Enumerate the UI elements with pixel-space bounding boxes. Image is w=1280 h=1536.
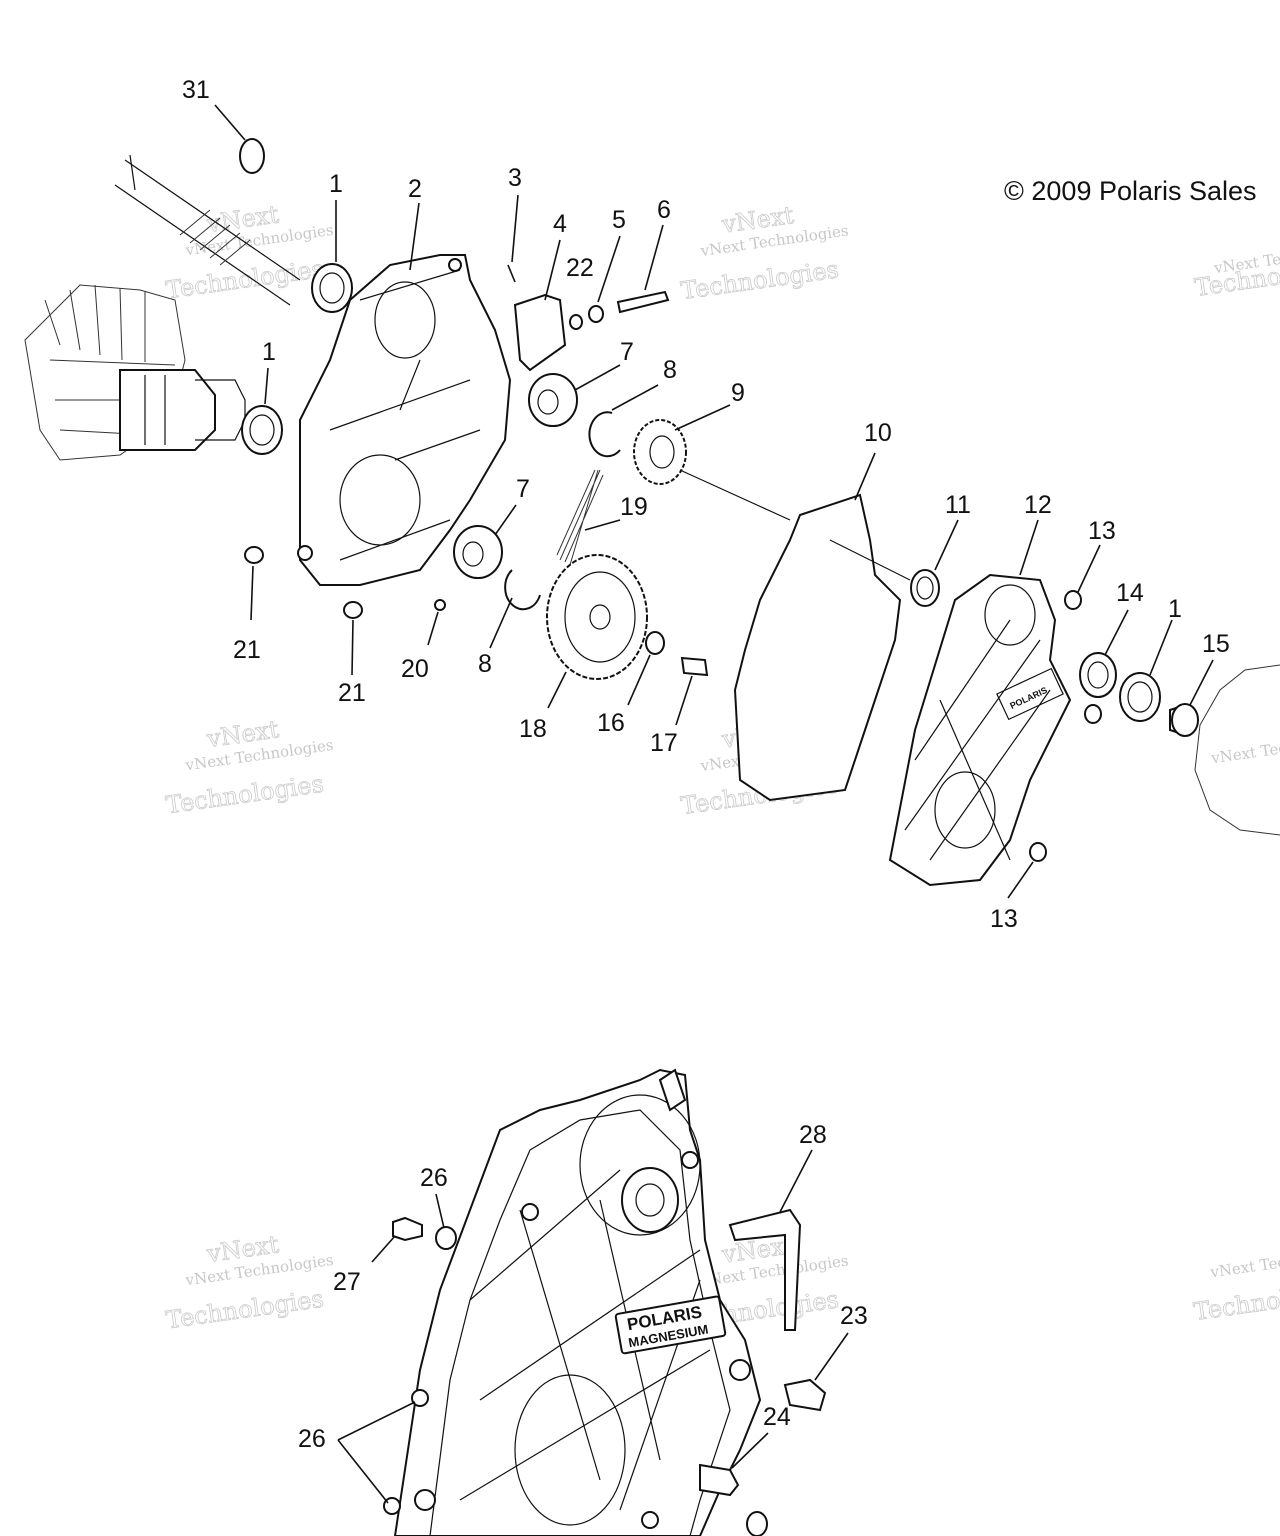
gasket-10 bbox=[733, 493, 902, 802]
nut-13-upper bbox=[1064, 590, 1082, 610]
callout-23: 23 bbox=[840, 1302, 868, 1330]
callout-4: 4 bbox=[553, 210, 567, 238]
o-ring-31 bbox=[239, 138, 265, 174]
washer-16 bbox=[645, 631, 665, 655]
callout-24: 24 bbox=[763, 1403, 791, 1431]
bearing-15 bbox=[1169, 703, 1199, 737]
sprocket-9 bbox=[633, 419, 687, 485]
watermark-text: Technologies bbox=[679, 255, 840, 305]
vent-hose-28 bbox=[728, 1208, 802, 1331]
callout-15: 15 bbox=[1202, 630, 1230, 658]
spring-19 bbox=[556, 469, 604, 566]
watermark-text: vNext Technologies bbox=[1209, 729, 1280, 768]
callout-27: 27 bbox=[333, 1268, 361, 1296]
seal-11 bbox=[910, 569, 940, 607]
callout-5: 5 bbox=[612, 206, 626, 234]
seal-1-upper bbox=[311, 263, 353, 313]
nut-24 bbox=[746, 1511, 768, 1536]
callout-31: 31 bbox=[182, 76, 210, 104]
callout-21: 21 bbox=[338, 679, 366, 707]
watermark-text: Technologies bbox=[164, 255, 325, 305]
callout-26: 26 bbox=[298, 1425, 326, 1453]
callout-3: 3 bbox=[508, 164, 522, 192]
bolt-17 bbox=[680, 656, 709, 677]
inner-chaincase-2 bbox=[297, 254, 512, 586]
callout-22: 22 bbox=[566, 254, 594, 282]
bearing-7-upper bbox=[528, 373, 578, 427]
leader-lines-lower bbox=[337, 1149, 849, 1504]
alignment-line bbox=[829, 539, 911, 581]
callout-6: 6 bbox=[657, 196, 671, 224]
copyright-text: © 2009 Polaris Sales bbox=[1004, 176, 1257, 206]
callout-labels-upper: 31 1 2 3 4 22 5 6 1 7 8 9 10 7 19 11 12 … bbox=[182, 76, 1230, 933]
callout-9: 9 bbox=[731, 379, 745, 407]
callout-7: 7 bbox=[516, 475, 530, 503]
nut-26-top bbox=[435, 1226, 457, 1250]
watermark-text: Technologies bbox=[164, 770, 325, 820]
snap-ring-8-upper bbox=[588, 411, 621, 458]
watermark-text: vNext Technologies bbox=[1208, 1243, 1280, 1282]
callout-10: 10 bbox=[864, 419, 892, 447]
callout-16: 16 bbox=[597, 709, 625, 737]
assembled-chaincase: POLARIS MAGNESIUM bbox=[383, 1068, 762, 1536]
bolt-23 bbox=[783, 1378, 827, 1412]
brake-disc-illustration bbox=[1194, 664, 1280, 836]
callout-2: 2 bbox=[408, 175, 422, 203]
callout-19: 19 bbox=[620, 493, 648, 521]
driven-clutch-illustration bbox=[24, 154, 301, 461]
callout-13: 13 bbox=[990, 905, 1018, 933]
snap-ring-8-lower bbox=[504, 569, 541, 611]
seal-14 bbox=[1079, 652, 1117, 698]
callout-21: 21 bbox=[233, 636, 261, 664]
watermark-text: Technologies bbox=[1192, 1276, 1280, 1326]
callout-12: 12 bbox=[1024, 491, 1052, 519]
callout-26: 26 bbox=[420, 1164, 448, 1192]
seal-1-lower bbox=[241, 405, 283, 455]
bearing-7-lower bbox=[453, 525, 503, 579]
callout-17: 17 bbox=[650, 729, 678, 757]
callout-labels-lower: 28 26 27 23 26 24 bbox=[298, 1121, 868, 1453]
tensioner-block-4 bbox=[513, 293, 567, 372]
nut-5 bbox=[588, 305, 604, 323]
plug-20 bbox=[434, 599, 446, 611]
seal-1-right bbox=[1119, 672, 1161, 722]
callout-18: 18 bbox=[519, 715, 547, 743]
pin-3 bbox=[507, 264, 516, 283]
outer-cover-12: POLARIS bbox=[888, 573, 1072, 887]
nut-21-right bbox=[343, 601, 363, 619]
gear-18 bbox=[546, 554, 648, 680]
nut-13-lower bbox=[1029, 842, 1047, 862]
callout-8: 8 bbox=[478, 650, 492, 678]
callout-20: 20 bbox=[401, 655, 429, 683]
callout-14: 14 bbox=[1116, 579, 1144, 607]
nut-13-mid bbox=[1084, 704, 1102, 724]
watermark-group: vNext Technologies Technologies vNext vN… bbox=[164, 200, 1280, 1336]
callout-1: 1 bbox=[1168, 595, 1182, 623]
callout-1: 1 bbox=[262, 338, 276, 366]
callout-1: 1 bbox=[329, 170, 343, 198]
callout-7: 7 bbox=[620, 338, 634, 366]
alignment-line bbox=[679, 469, 791, 521]
callout-28: 28 bbox=[799, 1121, 827, 1149]
washer-22 bbox=[569, 314, 583, 330]
bolt-27 bbox=[392, 1216, 423, 1242]
nut-21-left bbox=[244, 546, 264, 564]
callout-8: 8 bbox=[663, 356, 677, 384]
watermark-text: Technologies bbox=[164, 1285, 325, 1335]
callout-11: 11 bbox=[945, 491, 971, 519]
bolt-6 bbox=[616, 290, 670, 314]
bolt-24 bbox=[699, 1463, 740, 1497]
leader-lines bbox=[214, 104, 1214, 899]
callout-13: 13 bbox=[1088, 517, 1116, 545]
